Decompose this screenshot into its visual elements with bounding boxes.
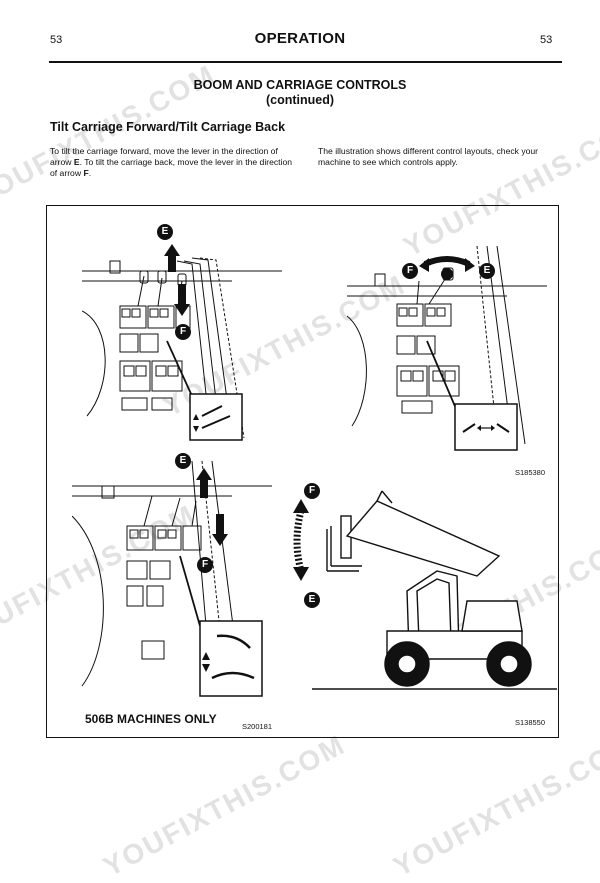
reference-code: S200181 bbox=[242, 722, 273, 731]
control-layout-illustration-b bbox=[347, 245, 547, 451]
page-number-left: 53 bbox=[50, 34, 63, 46]
caption-506b-machines-only: 506B MACHINES ONLY bbox=[85, 712, 217, 726]
control-layout-illustration-c bbox=[72, 460, 272, 697]
telehandler-illustration bbox=[293, 490, 557, 690]
watermark: YOUFIXTHIS.COM bbox=[98, 728, 351, 883]
watermark: YOUFIXTHIS.COM bbox=[388, 728, 600, 883]
header-rule bbox=[49, 61, 562, 63]
page-header-title: OPERATION bbox=[254, 30, 346, 47]
instruction-paragraph: To tilt the carriage forward, move the l… bbox=[50, 146, 293, 178]
arrow-label-f-a: F bbox=[175, 324, 191, 340]
arrow-label-e-c: E bbox=[175, 453, 191, 469]
illustration-frame: E F bbox=[46, 205, 559, 738]
arrow-label-f-c: F bbox=[197, 557, 213, 573]
arrow-label-e-b: E bbox=[479, 263, 495, 279]
control-layout-illustration-a bbox=[82, 244, 282, 441]
note-paragraph: The illustration shows different control… bbox=[318, 146, 539, 167]
page-number-right: 53 bbox=[540, 34, 553, 46]
section-title: BOOM AND CARRIAGE CONTROLS (continued) bbox=[0, 78, 600, 108]
arrow-label-f-d: F bbox=[304, 483, 320, 499]
section-title-line2: (continued) bbox=[265, 93, 335, 107]
section-title-line1: BOOM AND CARRIAGE CONTROLS bbox=[193, 78, 407, 92]
arrow-label-e-d: E bbox=[304, 592, 320, 608]
arrow-label-f-b: F bbox=[402, 263, 418, 279]
reference-code: S138550 bbox=[515, 718, 546, 727]
reference-code: S185380 bbox=[515, 468, 546, 477]
subheading: Tilt Carriage Forward/Tilt Carriage Back bbox=[50, 120, 286, 134]
arrow-label-e-a: E bbox=[157, 224, 173, 240]
